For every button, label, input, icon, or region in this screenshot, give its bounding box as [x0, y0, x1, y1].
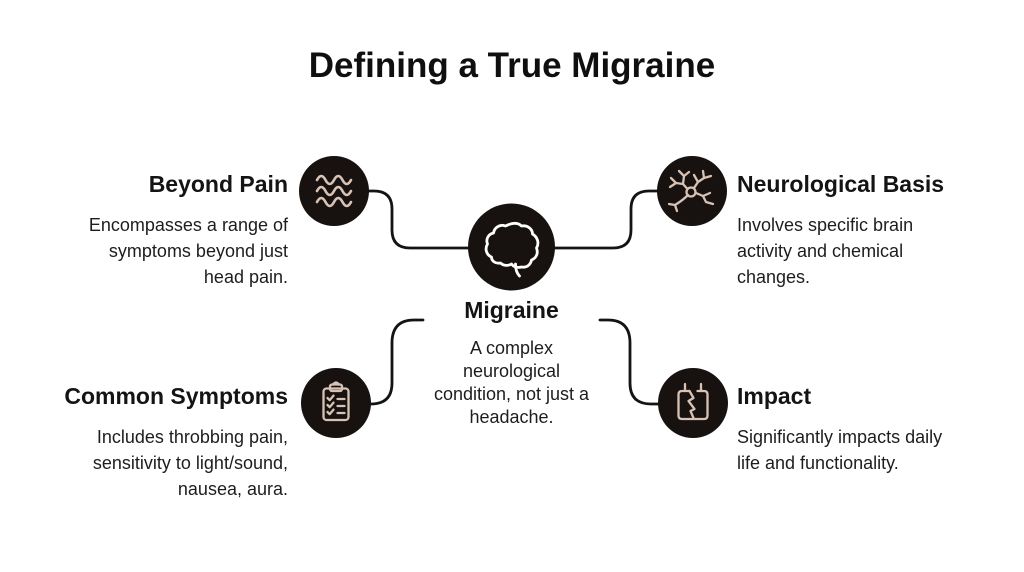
broken-calendar-icon-circle — [658, 368, 728, 438]
connector-top-right — [553, 189, 659, 250]
node-beyond-pain: Beyond Pain Encompasses a range of sympt… — [60, 171, 288, 290]
node-heading-impact: Impact — [737, 383, 812, 409]
checklist-icon-badge — [301, 368, 371, 438]
broken-calendar-icon-badge — [658, 368, 728, 438]
connector-lines — [365, 189, 661, 406]
broken-calendar-icon — [677, 382, 709, 421]
node-description-neurological-basis: Involves specific brain activity and che… — [737, 215, 914, 287]
node-heading-neurological-basis: Neurological Basis — [737, 171, 945, 197]
checklist-icon-circle — [301, 368, 371, 438]
center-heading: Migraine — [464, 297, 559, 323]
node-heading-beyond-pain: Beyond Pain — [148, 171, 288, 197]
node-impact: Impact Significantly impacts daily life … — [737, 383, 977, 476]
node-heading-common-symptoms: Common Symptoms — [64, 383, 288, 409]
waves-icon-badge — [299, 156, 369, 226]
node-common-symptoms: Common Symptoms Includes throbbing pain,… — [50, 383, 288, 502]
brain-icon-circle — [468, 203, 555, 291]
neuron-icon-circle — [657, 156, 727, 226]
brain-icon-badge — [468, 203, 555, 291]
node-description-common-symptoms: Includes throbbing pain, sensitivity to … — [92, 427, 288, 499]
connector-top-left — [365, 189, 471, 250]
neuron-icon — [667, 169, 715, 213]
neuron-icon-badge — [657, 156, 727, 226]
node-neurological-basis: Neurological Basis Involves specific bra… — [737, 171, 967, 290]
center-node-migraine: Migraine A complex neurological conditio… — [409, 297, 614, 429]
checklist-icon — [322, 381, 350, 422]
brain-icon — [484, 221, 540, 278]
page-title: Defining a True Migraine — [308, 46, 716, 85]
connector-bottom-left — [368, 318, 425, 406]
center-description: A complex neurological condition, not ju… — [433, 338, 590, 427]
connector-bottom-right — [598, 318, 661, 406]
node-description-beyond-pain: Encompasses a range of symptoms beyond j… — [88, 215, 288, 287]
waves-icon — [315, 174, 353, 208]
node-description-impact: Significantly impacts daily life and fun… — [737, 427, 943, 473]
